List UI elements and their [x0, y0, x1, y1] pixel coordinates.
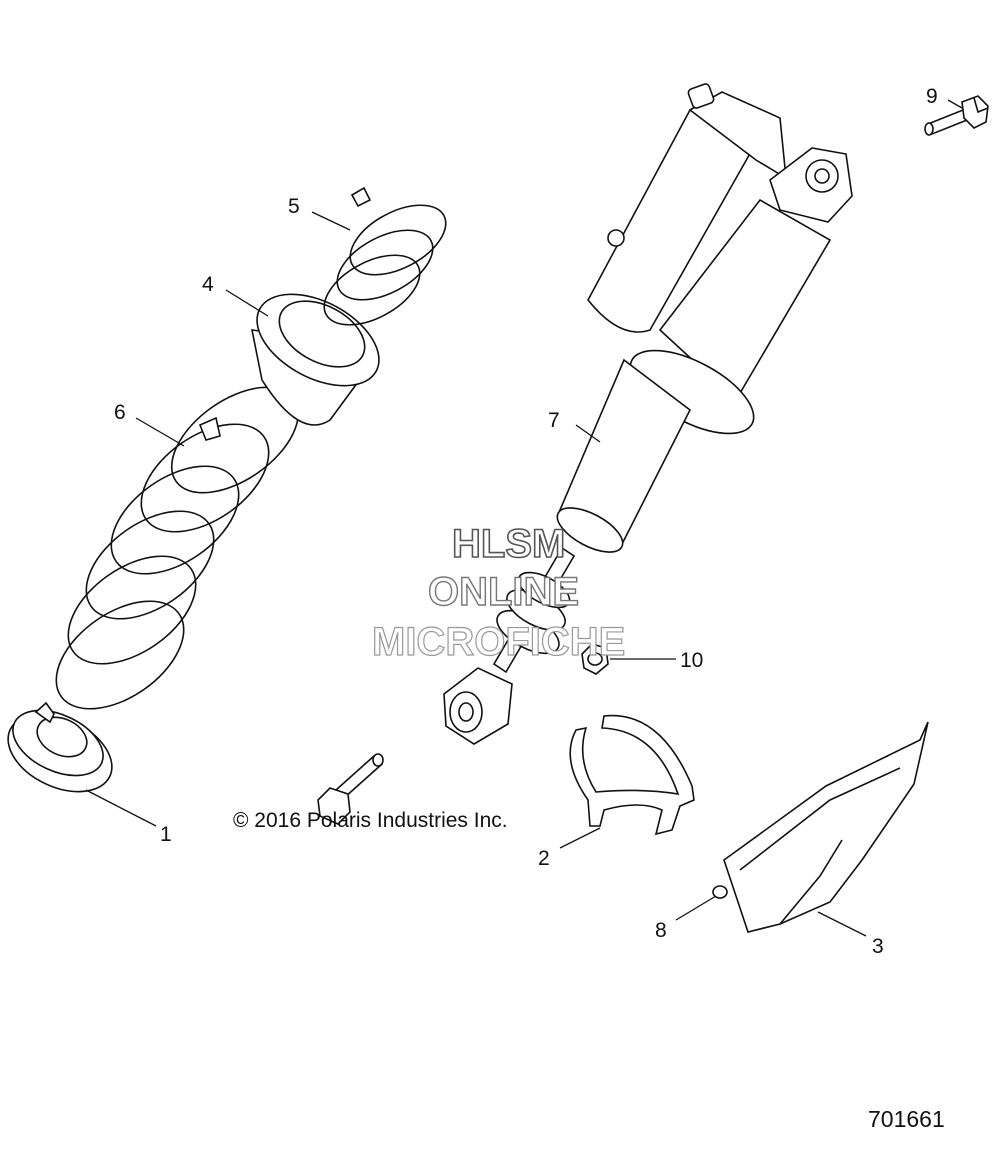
- callout-7: 7: [548, 409, 560, 432]
- part-2-clamp-bracket: [569, 714, 695, 836]
- leader-lines: [85, 99, 963, 937]
- figure-number: 701661: [868, 1106, 945, 1132]
- watermark-line-2: ONLINE: [427, 569, 580, 614]
- copyright-text: © 2016 Polaris Industries Inc.: [233, 809, 508, 832]
- part-6-coil-spring: [55, 386, 300, 710]
- callout-8: 8: [655, 919, 667, 942]
- callout-10: 10: [680, 649, 704, 672]
- part-7-shock-absorber: [443, 83, 853, 745]
- watermark-line-3: MICROFICHE: [371, 619, 626, 664]
- part-4-spring-collar: [250, 293, 380, 426]
- part-10-nut: [581, 643, 609, 675]
- part-5-tender-spring: [323, 186, 447, 326]
- watermark-line-1: HLSM: [451, 521, 566, 567]
- part-9-bolt: [924, 95, 989, 136]
- callout-3: 3: [872, 935, 884, 958]
- callout-9: 9: [926, 85, 938, 108]
- callout-2: 2: [538, 847, 550, 870]
- callout-6: 6: [114, 401, 126, 424]
- bolt: [317, 753, 384, 825]
- part-1-spring-seat: [7, 701, 113, 793]
- part-3-shock-guard: [712, 721, 929, 933]
- callout-4: 4: [202, 273, 214, 296]
- callout-5: 5: [288, 195, 300, 218]
- callout-1: 1: [160, 823, 172, 846]
